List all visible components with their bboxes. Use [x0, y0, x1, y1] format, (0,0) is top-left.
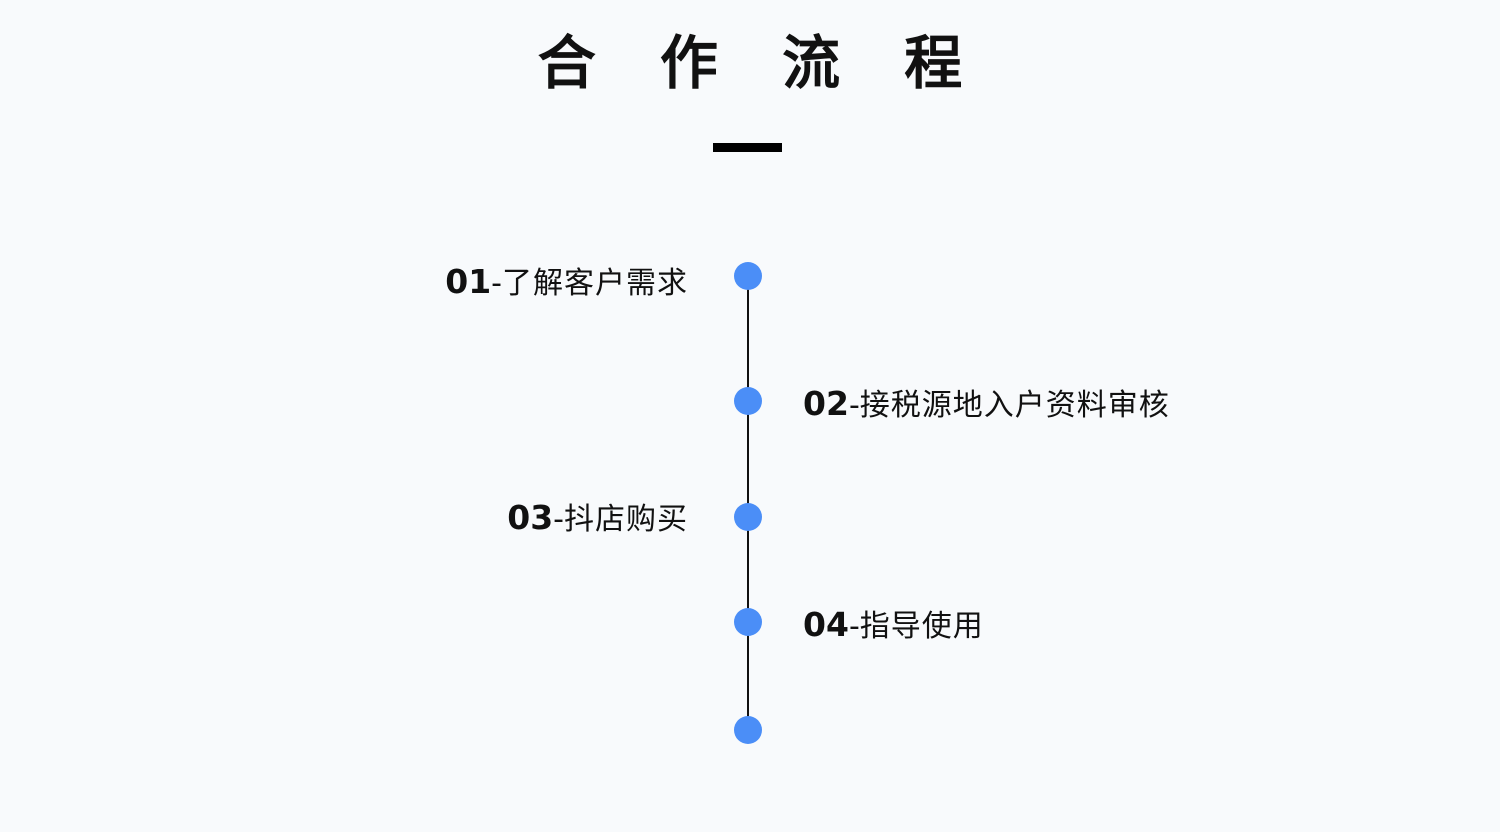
step-label-3: 03-抖店购买 — [288, 501, 688, 535]
step-text: 抖店购买 — [564, 502, 688, 537]
timeline-node-3 — [734, 503, 762, 531]
step-label-1: 01-了解客户需求 — [288, 265, 688, 299]
step-number: 01 — [445, 262, 492, 301]
step-number: 03 — [507, 498, 554, 537]
timeline-node-4 — [734, 608, 762, 636]
step-label-4: 04-指导使用 — [803, 608, 1303, 642]
timeline-node-1 — [734, 262, 762, 290]
step-text: 了解客户需求 — [502, 266, 688, 301]
page-title: 合 作 流 程 — [537, 29, 985, 97]
step-separator: - — [848, 388, 860, 423]
step-label-2: 02-接税源地入户资料审核 — [803, 387, 1303, 421]
step-text: 指导使用 — [859, 609, 984, 644]
title-underline — [713, 143, 782, 152]
timeline-node-2 — [734, 387, 762, 415]
timeline-node-end — [734, 716, 762, 744]
step-separator: - — [491, 266, 502, 301]
step-number: 04 — [803, 605, 849, 644]
step-separator: - — [848, 609, 860, 644]
step-number: 02 — [803, 384, 849, 423]
step-separator: - — [553, 502, 564, 537]
step-text: 接税源地入户资料审核 — [859, 388, 1170, 423]
